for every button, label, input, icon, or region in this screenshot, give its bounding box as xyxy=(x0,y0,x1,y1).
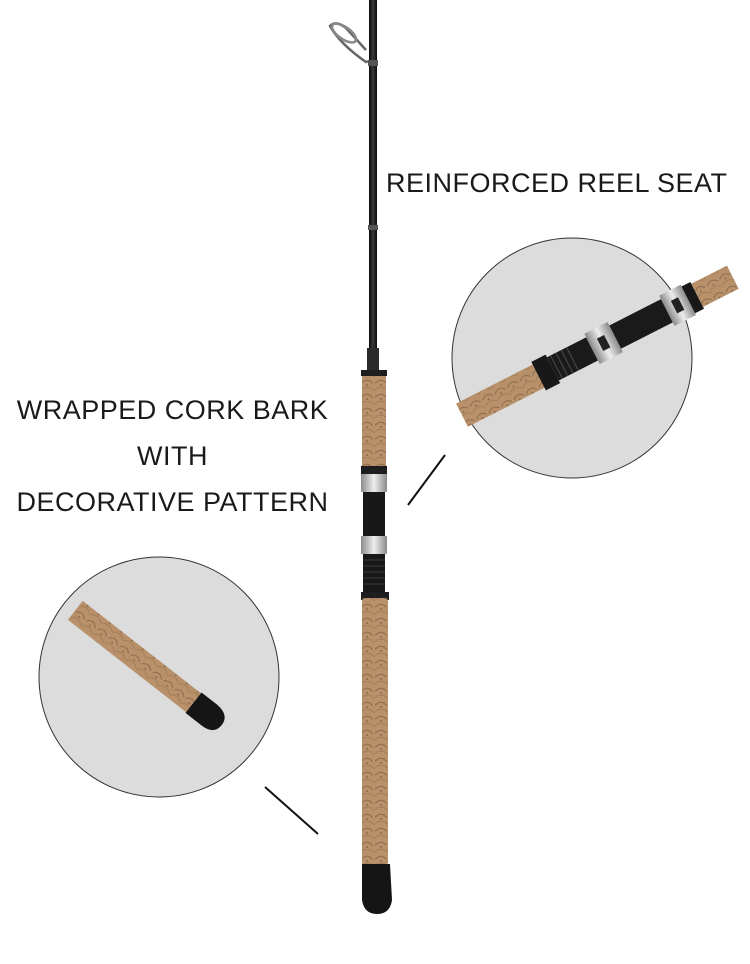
butt-cap-zoom-circle xyxy=(38,556,280,798)
cork-label-line-1: WRAPPED CORK BARK xyxy=(16,395,329,425)
cork-grip-label: WRAPPED CORK BARK WITH DECORATIVE PATTER… xyxy=(0,387,345,525)
reel-seat xyxy=(361,474,387,594)
reel-seat-label: REINFORCED REEL SEAT xyxy=(386,168,728,198)
butt-cap xyxy=(362,864,392,914)
fishing-rod xyxy=(328,0,392,914)
line-guide-icon xyxy=(328,10,374,64)
rear-grip-cork xyxy=(362,598,388,866)
reel-seat-pointer-line xyxy=(407,454,446,506)
cork-label-line-3: DECORATIVE PATTERN xyxy=(16,487,329,517)
butt-cap-pointer-line xyxy=(264,786,319,835)
rod-blank xyxy=(369,0,377,370)
fore-grip-cork xyxy=(362,372,386,470)
reel-seat-zoom-circle xyxy=(451,237,739,479)
cork-label-line-2: WITH xyxy=(137,441,208,471)
